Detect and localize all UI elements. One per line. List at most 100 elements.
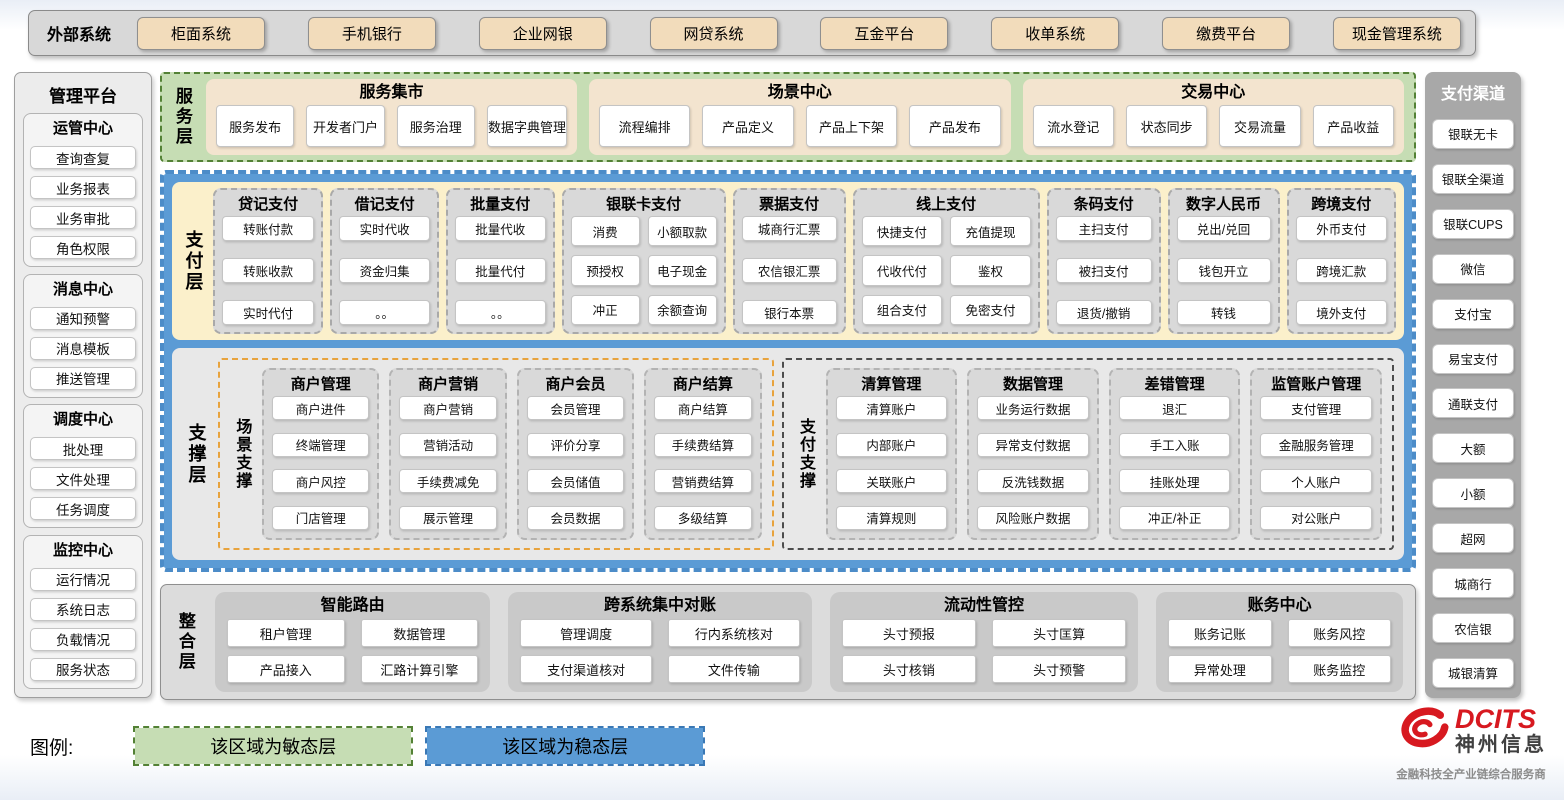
channel-item: 超网 — [1432, 523, 1514, 554]
support-item: 商户风控 — [272, 469, 370, 494]
service-item: 流程编排 — [598, 105, 691, 147]
integration-item: 头寸核销 — [841, 655, 977, 683]
support-item: 商户进件 — [272, 396, 370, 420]
service-item: 产品收益 — [1312, 105, 1394, 147]
payment-item: 免密支付 — [950, 294, 1031, 325]
service-group-title: 场景中心 — [767, 84, 832, 101]
service-layer-label: 服务层 — [172, 87, 192, 147]
payment-item: 实时代收 — [339, 216, 430, 241]
management-item: 负载情况 — [30, 627, 136, 651]
support-column-title: 商户管理 — [290, 376, 351, 393]
service-layer: 服务层 服务集市 服务发布 开发者门户 服务治理 数据字典管理 场景中心 流程编… — [160, 72, 1416, 162]
integration-item: 产品接入 — [227, 655, 345, 683]
payment-layer-label: 支付层 — [183, 229, 204, 293]
support-item: 商户营销 — [399, 396, 497, 420]
channel-item: 银联CUPS — [1432, 208, 1514, 239]
integration-group-reconciliation: 跨系统集中对账 管理调度 行内系统核对 支付渠道核对 文件传输 — [508, 592, 812, 692]
external-systems-title: 外部系统 — [47, 27, 112, 44]
external-system-box: 企业网银 — [478, 16, 607, 50]
support-column-regulatory-account: 监管账户管理 支付管理 金融服务管理 个人账户 对公账户 — [1250, 368, 1383, 540]
integration-item: 异常处理 — [1168, 655, 1272, 683]
payment-item: 。。 — [339, 300, 430, 325]
payment-column-title: 条码支付 — [1073, 196, 1134, 213]
payment-item: 境外支付 — [1295, 300, 1387, 325]
payment-column-barcode: 条码支付 主扫支付 被扫支付 退货/撤销 — [1046, 188, 1161, 334]
management-platform-panel: 管理平台 运管中心 查询查复 业务报表 业务审批 角色权限 消息中心 通知预警 … — [14, 72, 152, 698]
service-item: 产品定义 — [702, 105, 794, 147]
integration-layer: 整合层 智能路由 租户管理 数据管理 产品接入 汇路计算引擎 跨系统集中对账 管… — [160, 584, 1416, 700]
payment-item: 资金归集 — [339, 258, 430, 283]
payment-support-label: 支付支撑 — [796, 418, 814, 490]
external-system-box: 现金管理系统 — [1332, 16, 1461, 50]
channel-item: 通联支付 — [1432, 388, 1514, 419]
scene-support-label: 场景支撑 — [233, 418, 251, 490]
payment-channels-title: 支付渠道 — [1440, 86, 1505, 103]
integration-group-accounting: 账务中心 账务记账 账务风控 异常处理 账务监控 — [1156, 592, 1403, 692]
management-item: 服务状态 — [30, 657, 136, 681]
payment-item: 电子现金 — [647, 255, 717, 286]
integration-item: 头寸预报 — [841, 619, 977, 647]
payment-column-title: 数字人民币 — [1186, 196, 1262, 213]
payment-column-title: 银联卡支付 — [606, 196, 682, 213]
payment-channels-panel: 支付渠道 银联无卡 银联全渠道 银联CUPS 微信 支付宝 易宝支付 通联支付 … — [1425, 72, 1521, 698]
integration-layer-label: 整合层 — [175, 612, 195, 672]
payment-item: 预授权 — [570, 255, 640, 286]
external-system-box: 网贷系统 — [649, 16, 778, 50]
support-item: 反洗钱数据 — [977, 469, 1089, 494]
support-column-title: 清算管理 — [861, 376, 922, 393]
service-group-trade: 交易中心 流水登记 状态同步 交易流量 产品收益 — [1022, 79, 1404, 155]
service-item: 服务发布 — [216, 105, 295, 147]
payment-column-title: 跨境支付 — [1311, 196, 1372, 213]
dcits-swirl-icon — [1395, 700, 1453, 763]
support-column-data-mgmt: 数据管理 业务运行数据 异常支付数据 反洗钱数据 风险账户数据 — [967, 368, 1099, 540]
main-diagram-column: 服务层 服务集市 服务发布 开发者门户 服务治理 数据字典管理 场景中心 流程编… — [160, 72, 1416, 700]
support-column-clearing: 清算管理 清算账户 内部账户 关联账户 清算规则 — [825, 368, 958, 540]
payment-column-bill: 票据支付 城商行汇票 农信银汇票 银行本票 — [732, 188, 846, 334]
support-column-title: 数据管理 — [1002, 376, 1063, 393]
payment-item: 余额查询 — [647, 294, 717, 325]
integration-group-title: 智能路由 — [320, 597, 385, 614]
channel-item: 小额 — [1432, 478, 1514, 509]
logo-tagline: 金融科技全产业链综合服务商 — [1396, 769, 1546, 781]
management-item: 业务审批 — [30, 206, 136, 229]
management-item: 批处理 — [30, 437, 136, 461]
support-column-merchant-marketing: 商户营销 商户营销 营销活动 手续费减免 展示管理 — [389, 368, 507, 540]
support-item: 清算规则 — [835, 505, 948, 530]
management-item: 文件处理 — [30, 467, 136, 491]
payment-item: 外币支付 — [1295, 216, 1387, 241]
management-group-operations: 运管中心 查询查复 业务报表 业务审批 角色权限 — [23, 113, 143, 267]
external-system-box: 手机银行 — [307, 16, 436, 50]
management-group-title: 运管中心 — [52, 120, 113, 137]
payment-item: 实时代付 — [222, 300, 315, 325]
payment-item: 。。 — [454, 300, 546, 325]
channel-item: 城银清算 — [1432, 657, 1514, 688]
payment-column-title: 借记支付 — [354, 196, 415, 213]
dcits-logo: DCITS 神州信息 金融科技全产业链综合服务商 — [1382, 700, 1560, 782]
support-item: 会员数据 — [526, 505, 625, 530]
logo-brand-text: DCITS — [1455, 704, 1536, 734]
payment-item: 代收代付 — [861, 255, 943, 286]
support-item: 终端管理 — [272, 432, 370, 457]
support-item: 冲正/补正 — [1118, 505, 1231, 530]
payment-item: 冲正 — [570, 294, 640, 325]
channel-item: 大额 — [1432, 433, 1514, 464]
support-column-title: 商户营销 — [418, 376, 479, 393]
support-column-merchant-mgmt: 商户管理 商户进件 终端管理 商户风控 门店管理 — [262, 368, 380, 540]
payment-item: 快捷支付 — [861, 216, 943, 247]
external-system-box: 互金平台 — [820, 16, 949, 50]
payment-item: 小额取款 — [647, 216, 717, 247]
support-item: 挂账处理 — [1118, 469, 1231, 494]
payment-item: 银行本票 — [741, 300, 837, 325]
management-group-title: 调度中心 — [52, 411, 113, 429]
support-item: 商户结算 — [654, 396, 752, 420]
payment-item: 城商行汇票 — [741, 216, 837, 241]
management-group-message: 消息中心 通知预警 消息模板 推送管理 — [23, 273, 143, 398]
payment-item: 兑出/兑回 — [1176, 216, 1271, 241]
management-item: 任务调度 — [30, 497, 136, 521]
payment-item: 组合支付 — [861, 294, 943, 325]
scene-support-box: 场景支撑 商户管理 商户进件 终端管理 商户风控 门店管理 商户营销 — [218, 358, 774, 550]
management-item: 消息模板 — [30, 336, 136, 360]
payment-layer: 支付层 贷记支付 转账付款 转账收款 实时代付 借记支付 实时代收 资金归集 。… — [172, 182, 1404, 340]
support-item: 手续费减免 — [399, 469, 497, 494]
support-item: 个人账户 — [1260, 469, 1373, 494]
